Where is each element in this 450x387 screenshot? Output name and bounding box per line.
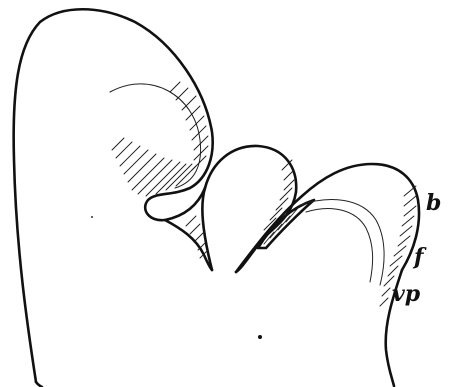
right-flap-hatching: [264, 208, 298, 244]
left-lobe-inner-curve: [110, 84, 201, 188]
left-lobe-hatching: [112, 82, 208, 196]
label-vp: vp: [392, 283, 420, 305]
label-f: f: [414, 246, 423, 268]
bottom-left-edge: [36, 382, 42, 387]
right-lobe-outline: [236, 164, 419, 272]
label-b: b: [426, 192, 441, 214]
left-lobe-outline: [14, 9, 213, 382]
dot-marker: [258, 335, 262, 339]
dot-small: [91, 216, 93, 218]
inner-curve-inner: [306, 209, 373, 282]
